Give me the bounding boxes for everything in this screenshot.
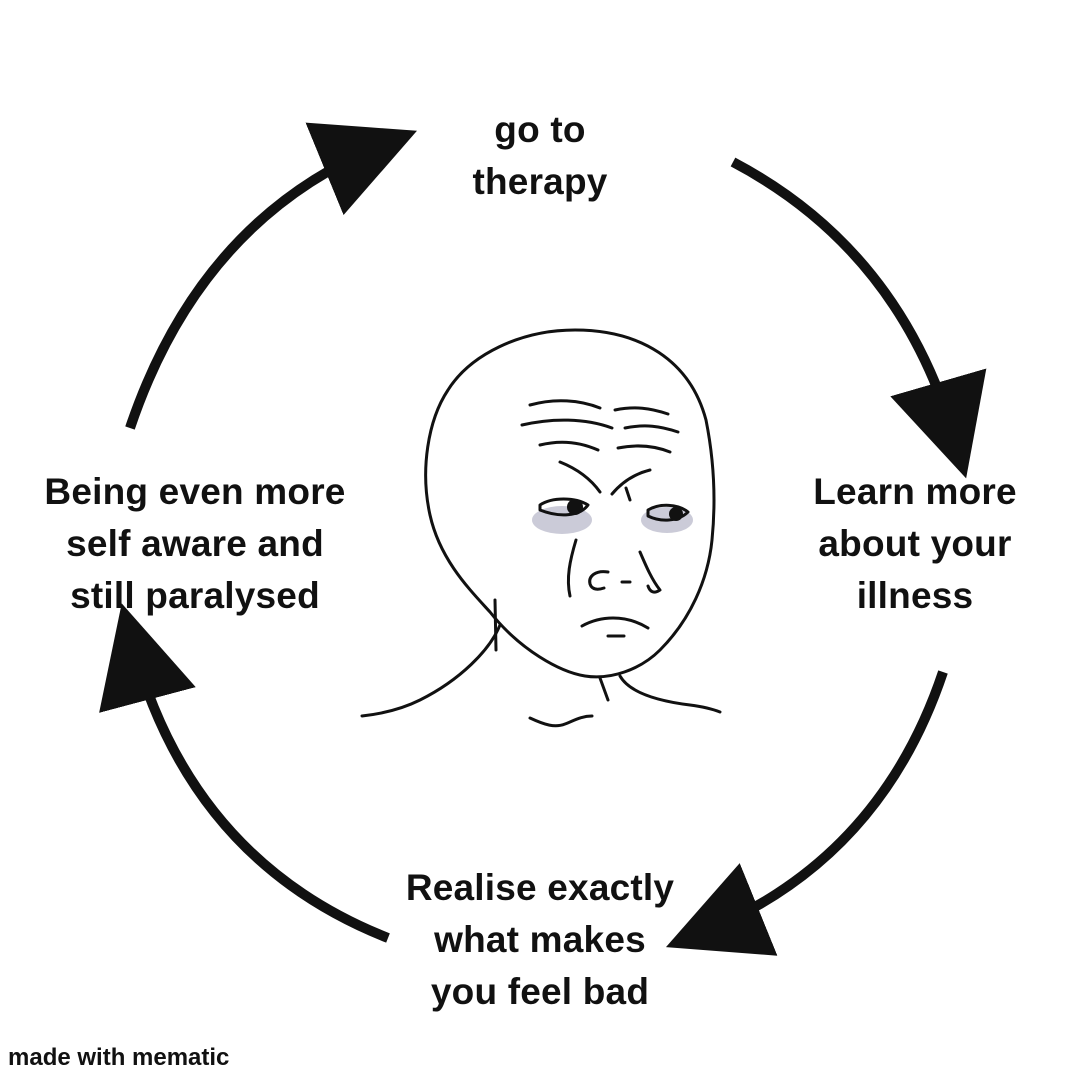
step-go-to-therapy: go to therapy <box>390 104 690 208</box>
step-being-even-more-line-1: Being even more <box>44 471 346 512</box>
mematic-watermark: made with mematic <box>8 1044 230 1071</box>
step-realise-exactly-line-1: Realise exactly <box>405 867 675 908</box>
arrow-right-to-bottom <box>665 670 948 956</box>
step-go-to-therapy-line-2: therapy <box>472 161 608 202</box>
step-go-to-therapy-line-1: go to <box>494 109 586 150</box>
sad-wojak-face-icon <box>360 328 722 728</box>
step-realise-exactly-line-3: you feel bad <box>430 971 650 1012</box>
step-learn-more-line-3: illness <box>856 575 974 616</box>
step-realise-exactly-line-2: what makes <box>434 919 646 960</box>
step-being-even-more: Being even more self aware and still par… <box>10 466 380 622</box>
step-being-even-more-line-3: still paralysed <box>70 575 320 616</box>
arrow-bottom-to-left <box>99 603 390 943</box>
step-being-even-more-line-2: self aware and <box>66 523 324 564</box>
step-learn-more: Learn more about your illness <box>770 466 1060 622</box>
step-learn-more-line-1: Learn more <box>813 471 1017 512</box>
arrow-left-to-top <box>125 122 417 430</box>
step-realise-exactly: Realise exactly what makes you feel bad <box>360 862 720 1018</box>
arrow-top-to-right <box>730 157 987 479</box>
step-learn-more-line-2: about your <box>818 523 1012 564</box>
